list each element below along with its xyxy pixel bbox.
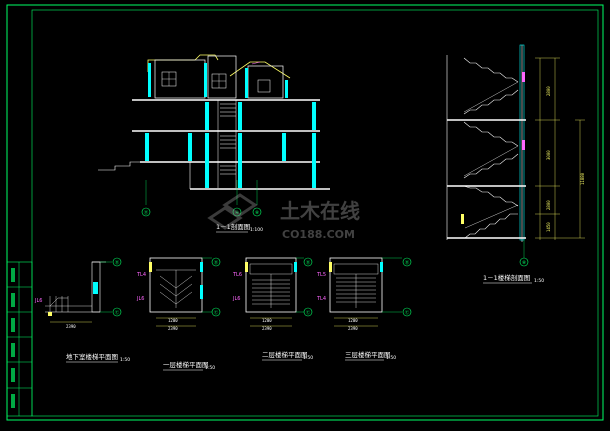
plan-second-tag-2: JL6: [232, 296, 240, 302]
stair-section-drawing: [446, 44, 585, 258]
plan-second-axis-d-label: Ⓓ: [306, 259, 311, 266]
plan-second-axis-d: Ⓓ: [303, 257, 313, 267]
plan-third-axis-c: Ⓒ: [402, 307, 412, 317]
plan-first-axis-c-label: Ⓒ: [214, 309, 219, 316]
plan-basement: [45, 261, 112, 323]
plan-basement-axis-d-label: Ⓓ: [115, 259, 120, 266]
plan-third-dim-1: 1200: [348, 318, 358, 323]
plan-third-tag-1: TL5: [316, 272, 326, 278]
stair-dim-2: 2800: [546, 200, 551, 210]
plan-third-dim-2: 2390: [348, 326, 358, 331]
plan-third-axis-d-label: Ⓓ: [405, 259, 410, 266]
section-axis-bubble-4: ④: [232, 207, 242, 217]
plan-third-tag-2: TL4: [316, 296, 326, 302]
stair-axis-bubble: ⑧: [519, 257, 529, 267]
plan-third-floor: [329, 257, 402, 327]
plan-third-axis-c-label: Ⓒ: [405, 309, 410, 316]
section-axis-11-label: ⑪: [144, 209, 149, 216]
plan-basement-scale: 1:50: [120, 357, 130, 363]
watermark-logo-icon: [207, 193, 258, 230]
plan-second-dim-1: 1200: [262, 318, 272, 323]
section-title: 1－1剖面图: [216, 222, 250, 231]
watermark-main-text: 土木在线: [280, 199, 360, 223]
plan-first-axis-c: Ⓒ: [211, 307, 221, 317]
plan-basement-axis-c-label: Ⓒ: [115, 309, 120, 316]
plan-first-dim-1: 1200: [168, 318, 178, 323]
plan-basement-title: 地下室楼梯平面图: [66, 352, 118, 361]
plan-basement-dim: 2390: [66, 324, 76, 329]
plan-second-tag-1: TL6: [232, 272, 242, 278]
watermark: 土木在线 CO188.COM: [207, 193, 360, 241]
plan-basement-axis-c: Ⓒ: [112, 307, 122, 317]
section-axis-4-label: ④: [235, 210, 239, 216]
plan-basement-tag: JL6: [34, 298, 42, 304]
watermark-sub-text: CO188.COM: [282, 228, 355, 241]
plan-second-axis-c: Ⓒ: [303, 307, 313, 317]
stair-dim-total: 11880: [580, 172, 585, 185]
plan-second-dim-2: 2390: [262, 326, 272, 331]
plan-first-title: 一层楼梯平面图: [163, 360, 209, 369]
plan-second-floor: [245, 257, 304, 327]
section-scale: 1:100: [250, 227, 263, 233]
section-axis-bubble-11: ⑪: [141, 207, 151, 217]
plan-second-axis-c-label: Ⓒ: [306, 309, 311, 316]
plan-third-title: 三层楼梯平面图: [345, 350, 391, 359]
stair-dim-4: 2800: [546, 86, 551, 96]
stair-dim-3: 3000: [546, 150, 551, 160]
plan-second-title: 二层楼梯平面图: [262, 350, 308, 359]
plan-first-axis-d-label: Ⓓ: [214, 259, 219, 266]
plan-first-axis-d: Ⓓ: [211, 257, 221, 267]
plan-third-axis-d: Ⓓ: [402, 257, 412, 267]
plan-basement-axis-d: Ⓓ: [112, 257, 122, 267]
plan-first-floor: [149, 257, 212, 327]
stair-dim-1: 1450: [546, 222, 551, 232]
section-axis-bubble-8: ⑧: [252, 207, 262, 217]
stair-section-title: 1－1楼梯剖面图: [483, 273, 530, 282]
stair-axis-label: ⑧: [522, 260, 526, 266]
plan-first-scale: 1:50: [205, 365, 215, 371]
stair-section-scale: 1:50: [534, 278, 544, 284]
plan-first-tag-1: TL4: [136, 272, 146, 278]
plan-third-scale: 1:50: [386, 355, 396, 361]
section-axis-8-label: ⑧: [255, 210, 259, 216]
plan-first-dim-2: 2390: [168, 326, 178, 331]
plan-first-tag-2: JL6: [136, 296, 144, 302]
plan-second-scale: 1:50: [303, 355, 313, 361]
title-block-strip: [6, 261, 33, 417]
building-section-drawing: [98, 54, 330, 205]
drawing-frame: [6, 4, 604, 421]
